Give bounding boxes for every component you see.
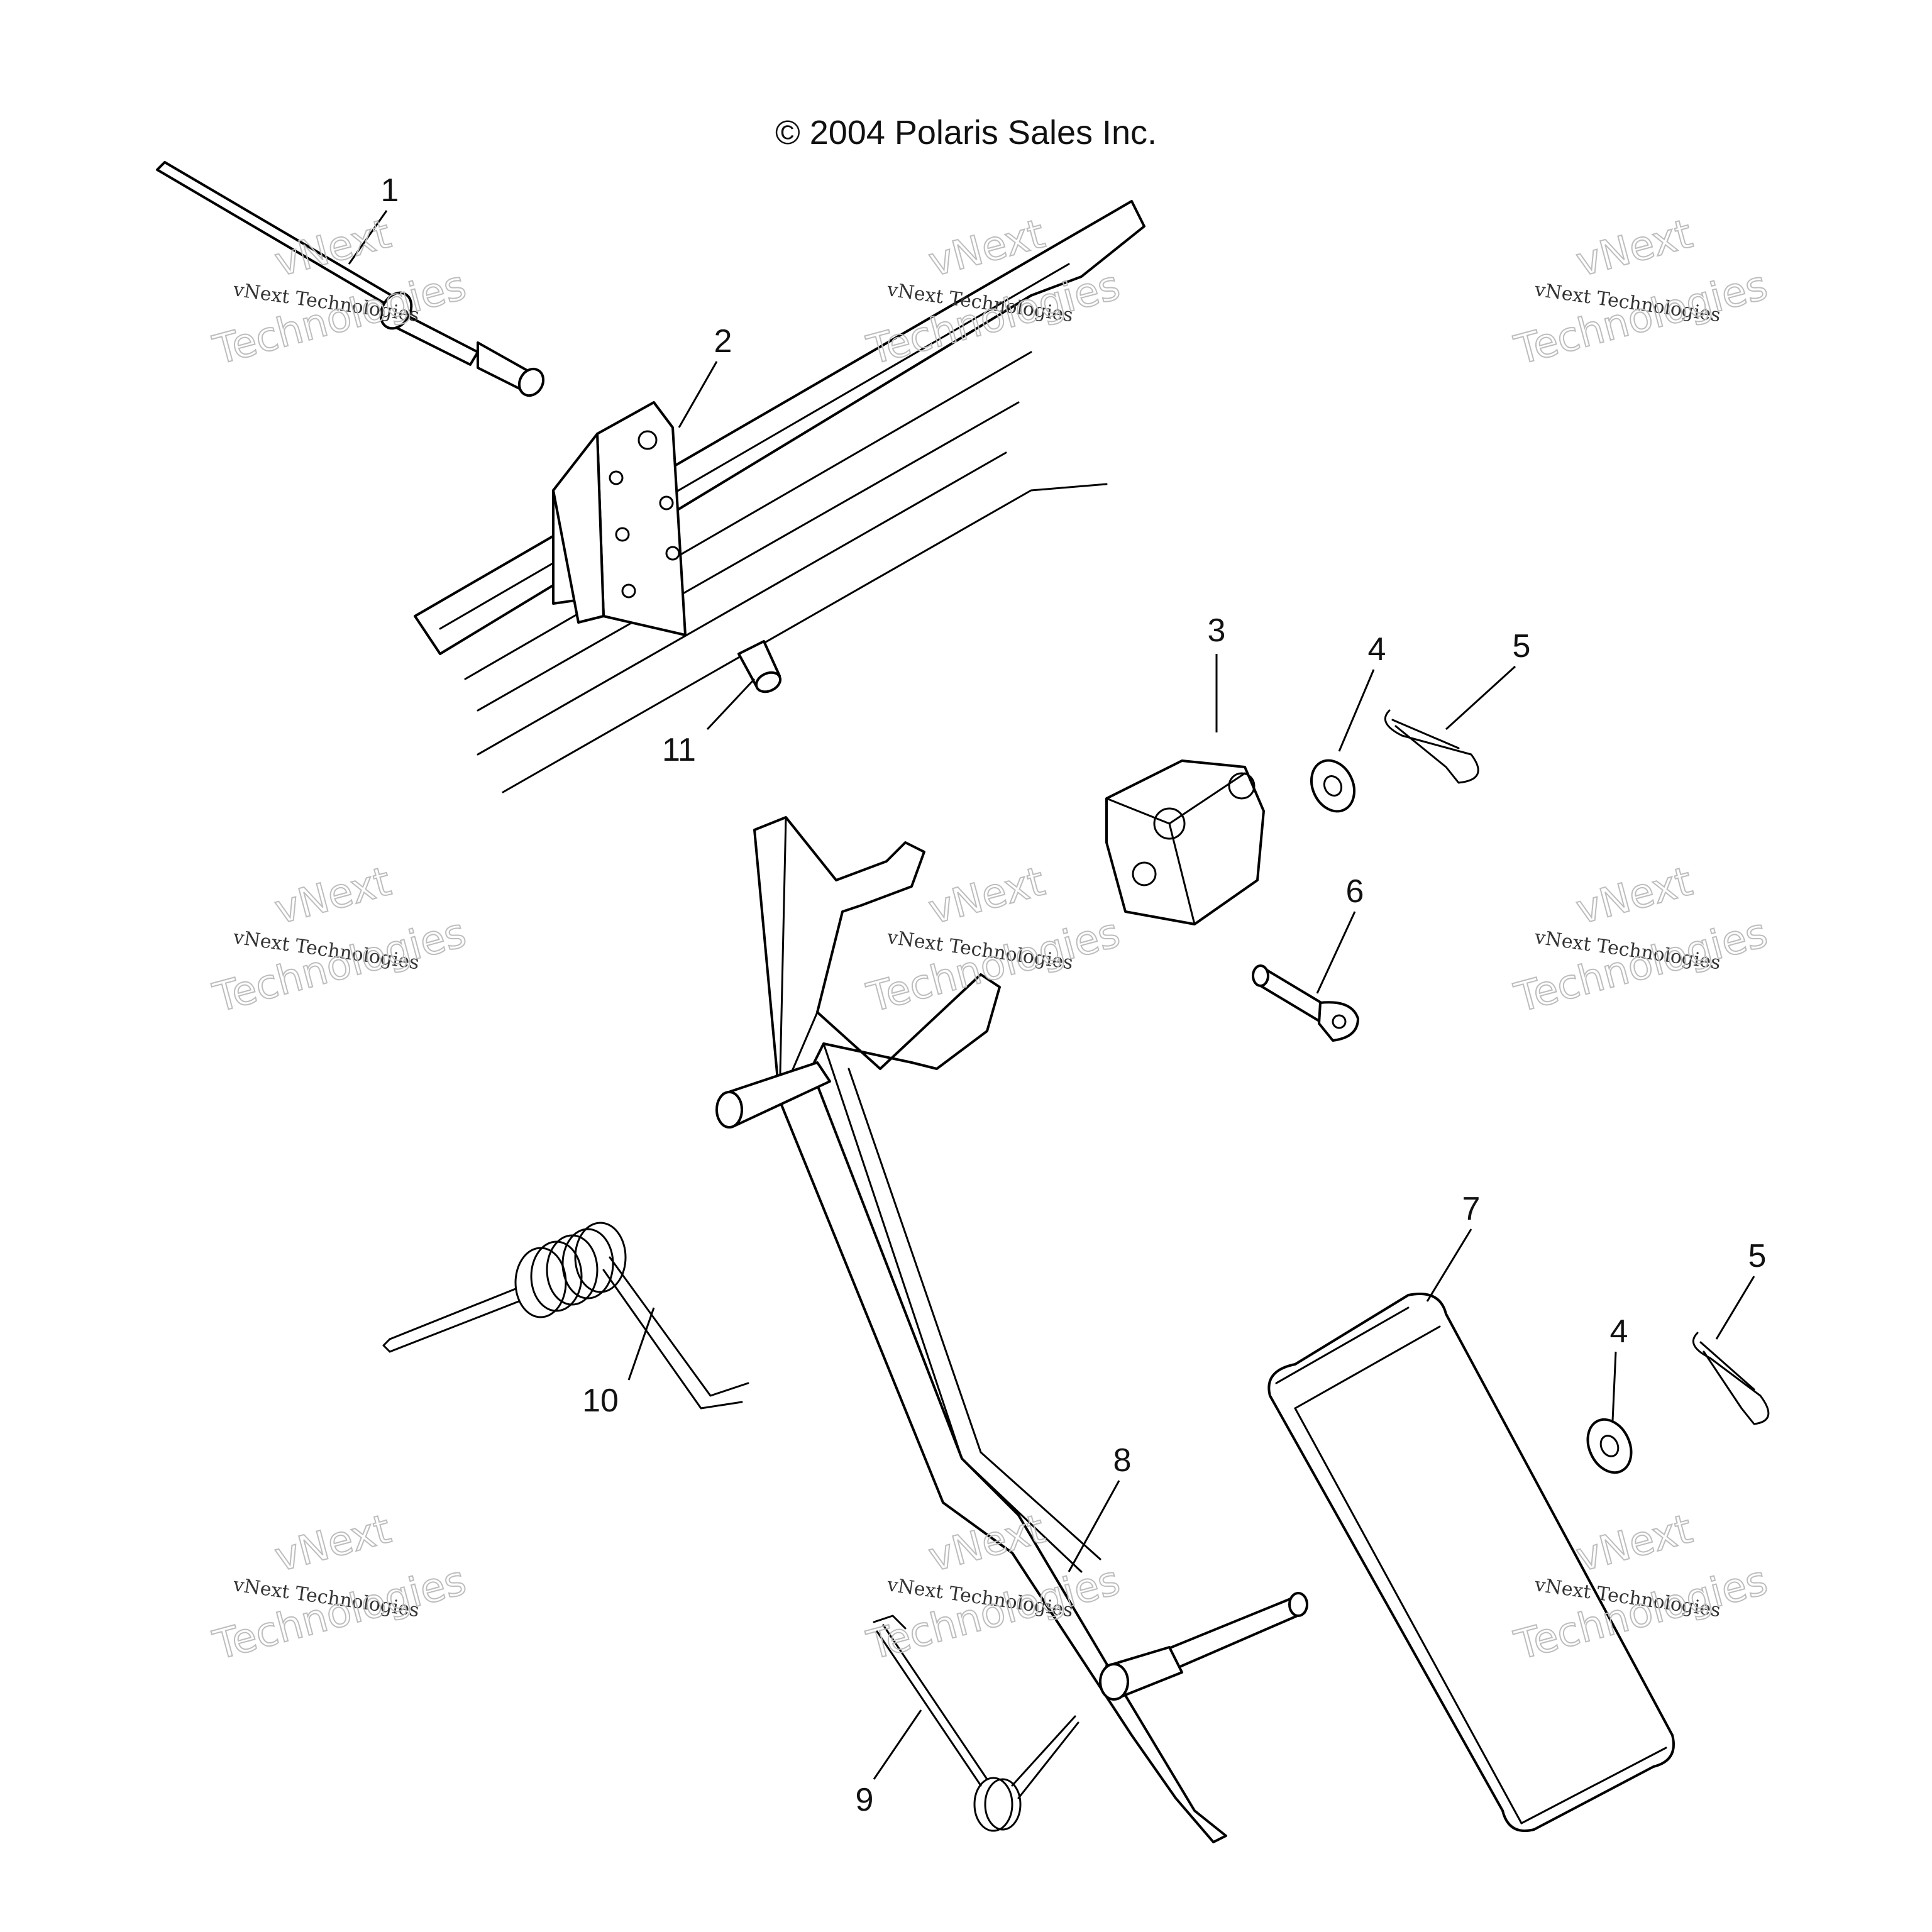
watermark-brand-bottom: Technologies [863, 262, 1125, 374]
part-clip-upper [1384, 709, 1479, 784]
watermark: vNext Technologies vNext Technologies [208, 858, 472, 1022]
watermark-brand-top: vNext [270, 211, 396, 286]
watermark-brand-top: vNext [270, 1506, 396, 1581]
callout-9: 9 [856, 1782, 874, 1818]
copyright-text: © 2004 Polaris Sales Inc. [775, 114, 1157, 152]
watermark-brand-bottom: Technologies [209, 1557, 471, 1669]
part-torsion-spring [382, 1222, 749, 1410]
callout-4-lower: 4 [1610, 1313, 1628, 1350]
watermark-brand-bottom: Technologies [1510, 262, 1772, 374]
watermark-brand-top: vNext [1572, 858, 1697, 934]
callout-5-upper: 5 [1513, 628, 1531, 665]
watermark-brand-top: vNext [270, 858, 396, 934]
callout-7: 7 [1462, 1191, 1481, 1227]
watermark-brand-bottom: Technologies [209, 910, 471, 1022]
part-rod [156, 161, 545, 397]
watermark-brand-top: vNext [1572, 1506, 1697, 1581]
watermarks: vNext Technologies vNext Technologies vN… [208, 210, 1773, 1670]
watermark-brand-top: vNext [924, 858, 1050, 934]
part-bolt [1252, 964, 1359, 1042]
watermark: vNext Technologies vNext Technologies [1510, 210, 1773, 375]
watermark: vNext Technologies vNext Technologies [1510, 858, 1773, 1022]
callout-8: 8 [1113, 1442, 1132, 1479]
callout-3: 3 [1208, 612, 1226, 649]
part-pedal-pad [1267, 1293, 1675, 1832]
callout-4-upper: 4 [1368, 631, 1386, 668]
part-small-spring [873, 1615, 1079, 1832]
callout-6: 6 [1346, 873, 1364, 910]
watermark-brand-top: vNext [1572, 211, 1697, 286]
part-block [1105, 759, 1265, 925]
callout-10: 10 [582, 1383, 619, 1419]
leader-lines [348, 210, 1755, 1780]
part-frame-bracket [414, 200, 1145, 793]
watermark: vNext Technologies vNext Technologies [208, 1505, 472, 1670]
part-washer-lower [1586, 1418, 1633, 1474]
watermark: vNext Technologies vNext Technologies [208, 210, 472, 375]
callout-numbers: 1 2 3 4 5 6 11 7 4 5 8 10 9 [381, 172, 1767, 1818]
part-clip-lower [1692, 1332, 1770, 1425]
watermark-brand-bottom: Technologies [1510, 910, 1772, 1022]
watermark-brand-bottom: Technologies [209, 262, 471, 374]
callout-1: 1 [381, 172, 399, 209]
callout-5-lower: 5 [1748, 1238, 1767, 1274]
callout-2: 2 [714, 323, 732, 360]
part-washer-upper [1310, 759, 1356, 813]
callout-11: 11 [662, 732, 696, 768]
part-pedal-arm [715, 816, 1308, 1843]
part-bushing [737, 640, 782, 693]
